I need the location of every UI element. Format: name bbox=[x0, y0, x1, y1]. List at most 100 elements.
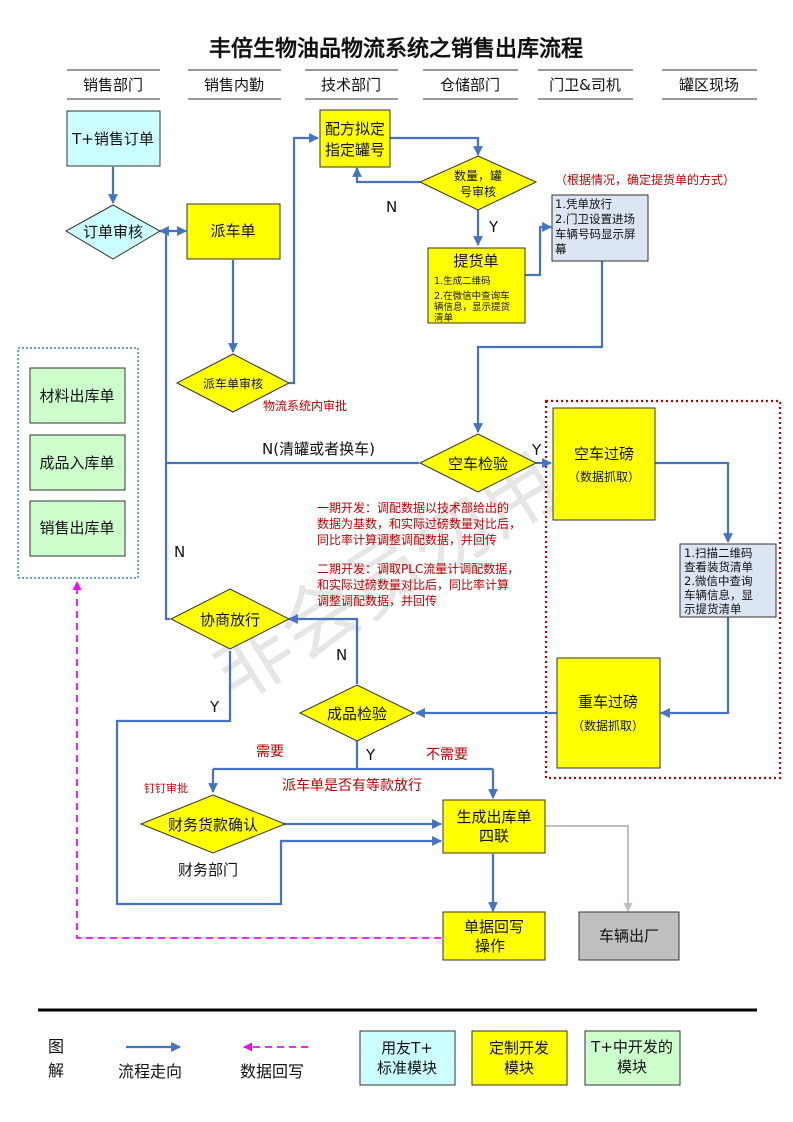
legend-custom-module: 定制开发 模块 bbox=[471, 1030, 568, 1086]
note-phase2-line1: 二期开发：调取PLC流量计调配数据， bbox=[317, 561, 519, 576]
node-formula-line1: 配方拟定 bbox=[325, 120, 385, 138]
note-phase1-line3: 同比率计算调整调配数据，并回传 bbox=[317, 532, 497, 547]
legend-std-line2: 标准模块 bbox=[377, 1059, 437, 1077]
node-qty-review[interactable]: 数量，罐 号审核 bbox=[418, 155, 538, 211]
label-pickup-note: （根据情况，确定提货单的方式） bbox=[555, 172, 735, 187]
node-gate-note[interactable]: 1.凭单放行 2.门卫设置进场 车辆号码显示屏 幕 bbox=[551, 194, 649, 262]
node-scan-line5: 示提货清单 bbox=[684, 602, 742, 616]
lane-gate-driver: 门卫&司机 bbox=[549, 76, 621, 94]
edge-writeback-to-modules bbox=[72, 581, 441, 939]
label-no-need: 不需要 bbox=[426, 747, 468, 763]
node-t-order[interactable]: T+销售订单 bbox=[66, 110, 161, 167]
node-product-in[interactable]: 成品入库单 bbox=[29, 434, 126, 491]
node-dispatch[interactable]: 派车单 bbox=[186, 203, 281, 260]
node-sales-out-label: 销售出库单 bbox=[39, 519, 114, 537]
node-empty-check-label: 空车检验 bbox=[448, 455, 508, 473]
legend-custom-line1: 定制开发 bbox=[489, 1039, 549, 1057]
node-gate-line2: 2.门卫设置进场 bbox=[555, 212, 635, 226]
node-order-review[interactable]: 订单审核 bbox=[64, 204, 162, 260]
node-empty-weigh-sub: （数据抓取） bbox=[568, 469, 640, 484]
node-t-order-label: T+销售订单 bbox=[71, 130, 154, 148]
label-negotiate-n: N bbox=[174, 543, 185, 561]
node-pickup[interactable]: 提货单 1.生成二维码 2.在微信中查询车 辆信息，显示提货 清单 bbox=[427, 247, 526, 324]
note-phase2: 二期开发：调取PLC流量计调配数据， 和实际过磅数量对比后，同比率计算 调整调配… bbox=[317, 561, 519, 608]
node-outbound[interactable]: 生成出库单 四联 bbox=[442, 799, 546, 854]
label-product-y: Y bbox=[365, 746, 376, 764]
edge-dispatch-review-to-formula bbox=[289, 133, 319, 385]
node-scan-note[interactable]: 1.扫描二维码 查看装货清单 2.微信中查询 车辆信息，显 示提货清单 bbox=[679, 543, 777, 618]
note-phase1: 一期开发：调配数据以技术部给出的 数据为基数，和实际过磅数量对比后， 同比率计算… bbox=[317, 500, 521, 547]
node-dispatch-review-label: 派车单审核 bbox=[203, 376, 263, 391]
node-scan-line1: 1.扫描二维码 bbox=[684, 546, 752, 560]
note-phase2-line2: 和实际过磅数量对比后，同比率计算 bbox=[317, 577, 509, 592]
lane-tank-site: 罐区现场 bbox=[679, 76, 739, 94]
edge-formula-to-qty-review bbox=[390, 136, 483, 156]
node-pickup-item1: 1.生成二维码 bbox=[434, 275, 491, 287]
node-full-weigh-sub: （数据抓取） bbox=[572, 718, 644, 733]
page-title: 丰倍生物油品物流系统之销售出库流程 bbox=[209, 36, 583, 62]
node-vehicle-exit[interactable]: 车辆出厂 bbox=[578, 911, 680, 961]
node-gate-line1: 1.凭单放行 bbox=[555, 197, 612, 211]
label-need: 需要 bbox=[256, 744, 284, 760]
legend: 图 解 流程走向 数据回写 用友T+ 标准模块 定制开发 模块 T+中开发的 模… bbox=[48, 1030, 681, 1086]
node-formula[interactable]: 配方拟定 指定罐号 bbox=[319, 109, 391, 168]
node-sales-out[interactable]: 销售出库单 bbox=[29, 500, 126, 557]
node-full-weigh-label: 重车过磅 bbox=[578, 693, 638, 711]
node-negotiate[interactable]: 协商放行 bbox=[169, 588, 291, 650]
legend-custom-line2: 模块 bbox=[504, 1059, 534, 1077]
node-qty-review-line1: 数量，罐 bbox=[454, 168, 502, 183]
node-writeback[interactable]: 单据回写 操作 bbox=[442, 911, 546, 961]
note-phase1-line2: 数据为基数，和实际过磅数量对比后， bbox=[317, 516, 521, 531]
node-negotiate-label: 协商放行 bbox=[200, 611, 260, 629]
edge-negotiate-yes-to-outbound bbox=[115, 651, 442, 906]
edge-negotiate-to-review bbox=[159, 226, 170, 621]
node-gate-line4: 幕 bbox=[555, 242, 567, 256]
lane-headers: 销售部门 销售内勤 技术部门 仓储部门 门卫&司机 罐区现场 bbox=[67, 69, 757, 100]
note-phase1-line1: 一期开发：调配数据以技术部给出的 bbox=[317, 500, 509, 515]
lane-sales: 销售部门 bbox=[83, 76, 143, 94]
edge-scan-to-full-weigh bbox=[660, 617, 730, 718]
note-phase2-line3: 调整调配数据，并回传 bbox=[317, 593, 437, 608]
node-product-check[interactable]: 成品检验 bbox=[298, 684, 416, 742]
node-writeback-line2: 操作 bbox=[475, 937, 505, 955]
lane-sales-office: 销售内勤 bbox=[204, 76, 264, 94]
edge-pickup-to-gate bbox=[525, 222, 552, 277]
node-order-review-label: 订单审核 bbox=[83, 223, 143, 241]
label-product-n: N bbox=[336, 646, 347, 664]
modules-group bbox=[17, 347, 139, 579]
label-payment-question: 派车单是否有等款放行 bbox=[282, 777, 422, 794]
edge-outbound-to-exit bbox=[545, 825, 633, 912]
label-logistics-review: 物流系统内审批 bbox=[263, 398, 347, 413]
label-empty-check-y: Y bbox=[531, 441, 542, 459]
lane-warehouse: 仓储部门 bbox=[440, 76, 500, 94]
edge-qty-review-no bbox=[352, 167, 420, 184]
node-vehicle-exit-label: 车辆出厂 bbox=[599, 927, 659, 945]
node-qty-review-line2: 号审核 bbox=[460, 184, 496, 199]
node-formula-line2: 指定罐号 bbox=[325, 141, 385, 159]
node-dispatch-label: 派车单 bbox=[210, 222, 255, 240]
legend-tplus-line2: 模块 bbox=[617, 1058, 647, 1076]
node-product-check-label: 成品检验 bbox=[327, 705, 387, 723]
edge-empty-weigh-to-scan bbox=[655, 461, 733, 543]
node-pickup-item2-line3: 清单 bbox=[434, 312, 454, 324]
node-material-out[interactable]: 材料出库单 bbox=[29, 367, 126, 424]
node-scan-line2: 查看装货清单 bbox=[684, 560, 753, 574]
connectors bbox=[108, 133, 733, 912]
node-dispatch-review[interactable]: 派车单审核 bbox=[175, 353, 291, 413]
node-scan-line4: 车辆信息，显 bbox=[684, 588, 753, 602]
node-finance-confirm[interactable]: 财务货款确认 bbox=[139, 794, 287, 854]
label-negotiate-y: Y bbox=[209, 698, 220, 716]
node-full-weigh[interactable]: 重车过磅 （数据抓取） bbox=[556, 657, 661, 769]
legend-tplus-module: T+中开发的 模块 bbox=[584, 1030, 681, 1086]
node-empty-weigh[interactable]: 空车过磅 （数据抓取） bbox=[552, 407, 656, 521]
lane-tech: 技术部门 bbox=[321, 76, 381, 94]
node-finance-confirm-label: 财务货款确认 bbox=[168, 816, 258, 834]
node-empty-check[interactable]: 空车检验 bbox=[418, 433, 538, 493]
label-empty-check-n: N(清罐或者换车) bbox=[262, 440, 375, 458]
label-dingding: 钉钉审批 bbox=[144, 781, 188, 795]
legend-tplus-line1: T+中开发的 bbox=[590, 1038, 673, 1056]
edge-product-check-no bbox=[288, 614, 359, 684]
label-qty-n: N bbox=[386, 198, 397, 216]
node-pickup-item2-line2: 辆信息，显示提货 bbox=[434, 301, 510, 313]
node-gate-line3: 车辆号码显示屏 bbox=[555, 227, 636, 241]
